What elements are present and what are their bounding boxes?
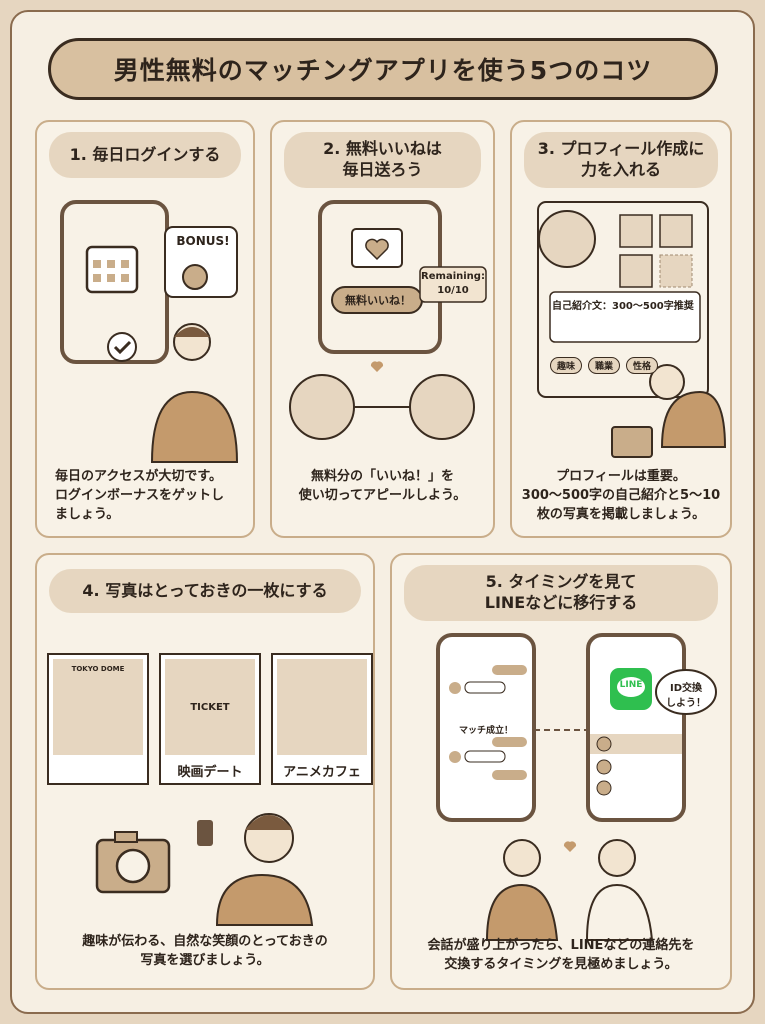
line-logo: LINE [619, 680, 643, 690]
tip-description: プロフィールは重要。 300～500字の自己紹介と5～10 枚の写真を掲載しまし… [521, 469, 721, 522]
remaining-label: Remaining: [421, 271, 485, 282]
tip-heading: 4. 写真はとっておきの一枚にする [49, 569, 361, 613]
tip-heading: 2. 無料いいねは 毎日送ろう [284, 132, 481, 188]
tag: 性格 [626, 357, 659, 374]
photo-caption: アニメカフェ [283, 765, 361, 780]
page-title: 男性無料のマッチングアプリを使う5つのコツ [48, 38, 718, 100]
remaining-count: 10/10 [437, 285, 469, 296]
tag: 趣味 [550, 357, 583, 374]
tip-description: 趣味が伝わる、自然な笑顔のとっておきの 写真を選びましょう。 [82, 934, 328, 968]
photo-movie: TICKET 映画デート [159, 653, 261, 785]
bonus-label: BONUS! [176, 234, 230, 248]
tip-panel-5: 5. タイミングを見て LINEなどに移行する マッチ成立！ LINE ID交換… [390, 553, 732, 990]
photo-anime-cafe: アニメカフェ [271, 653, 373, 785]
photo-baseball: TOKYO DOME [47, 653, 149, 785]
id-exchange-bubble: ID交換 しよう！ [666, 683, 706, 709]
photo-sign: TOKYO DOME [53, 659, 143, 755]
self-intro-field: 自己紹介文：300～500字推奨 [552, 301, 694, 312]
phone-like-illustration [289, 200, 487, 440]
phone-calendar-illustration [60, 200, 239, 463]
tip-panel-2: 2. 無料いいねは 毎日送ろう 無料いいね！ Remaining: 10/10 … [270, 120, 495, 538]
tag: 職業 [588, 357, 621, 374]
tip-heading: 1. 毎日ログインする [49, 132, 241, 178]
tip-panel-4: 4. 写真はとっておきの一枚にする TOKYO DOME TICKET 映画デー… [35, 553, 375, 990]
tip-description: 会話が盛り上がったら、LINEなどの連絡先を 交換するタイミングを見極めましょう… [427, 938, 695, 972]
tip-heading: 3. プロフィール作成に 力を入れる [524, 132, 718, 188]
tip-panel-1: 1. 毎日ログインする BONUS! 毎日のアクセスが大切です。 ログインボーナ… [35, 120, 255, 538]
profile-card-illustration [537, 201, 727, 458]
tip-panel-3: 3. プロフィール作成に 力を入れる 自己紹介文：300～500字推奨 趣味 職… [510, 120, 732, 538]
ticket-icon: TICKET [165, 659, 255, 755]
tip-description: 毎日のアクセスが大切です。 ログインボーナスをゲットし ましょう。 [55, 469, 225, 522]
chat-line-illustration [436, 633, 717, 941]
photo-examples: TOKYO DOME TICKET 映画デート アニメカフェ [47, 653, 373, 785]
tip-description: 無料分の「いいね！」を 使い切ってアピールしよう。 [298, 469, 467, 503]
tip-heading: 5. タイミングを見て LINEなどに移行する [404, 565, 718, 621]
match-text: マッチ成立！ [458, 726, 513, 736]
photo-image [277, 659, 367, 755]
free-like-button: 無料いいね！ [345, 294, 411, 307]
camera-selfie-illustration [95, 813, 314, 926]
photo-caption: 映画デート [177, 765, 243, 780]
profile-tags: 趣味 職業 性格 [550, 357, 659, 374]
